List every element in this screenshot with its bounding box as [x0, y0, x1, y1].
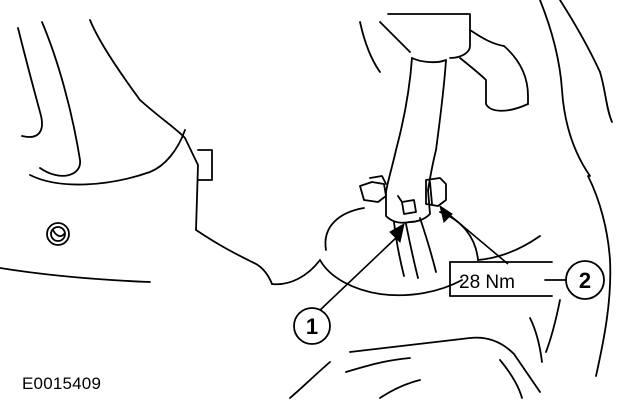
- callout-1: 1: [293, 307, 331, 345]
- floor-pedal-pad: [289, 175, 612, 399]
- leader-line-1: [317, 223, 405, 313]
- pedal-arm: [385, 57, 447, 224]
- leader-line-2: [439, 204, 509, 265]
- figure-id: E0015409: [22, 374, 102, 393]
- callout-2: 2: [565, 260, 605, 300]
- callout-number-2: 2: [579, 268, 591, 293]
- torque-label: 28 Nm: [459, 272, 515, 293]
- arrowhead-1: [389, 223, 405, 243]
- pedal-nut: [359, 175, 417, 215]
- arrowhead-2: [439, 204, 453, 223]
- left-body-panel: [0, 19, 273, 285]
- pedal-bolt: [425, 177, 447, 207]
- callout-number-1: 1: [306, 314, 318, 339]
- torque-box-frame: [449, 261, 567, 297]
- upper-mounting-structure: [359, 0, 613, 177]
